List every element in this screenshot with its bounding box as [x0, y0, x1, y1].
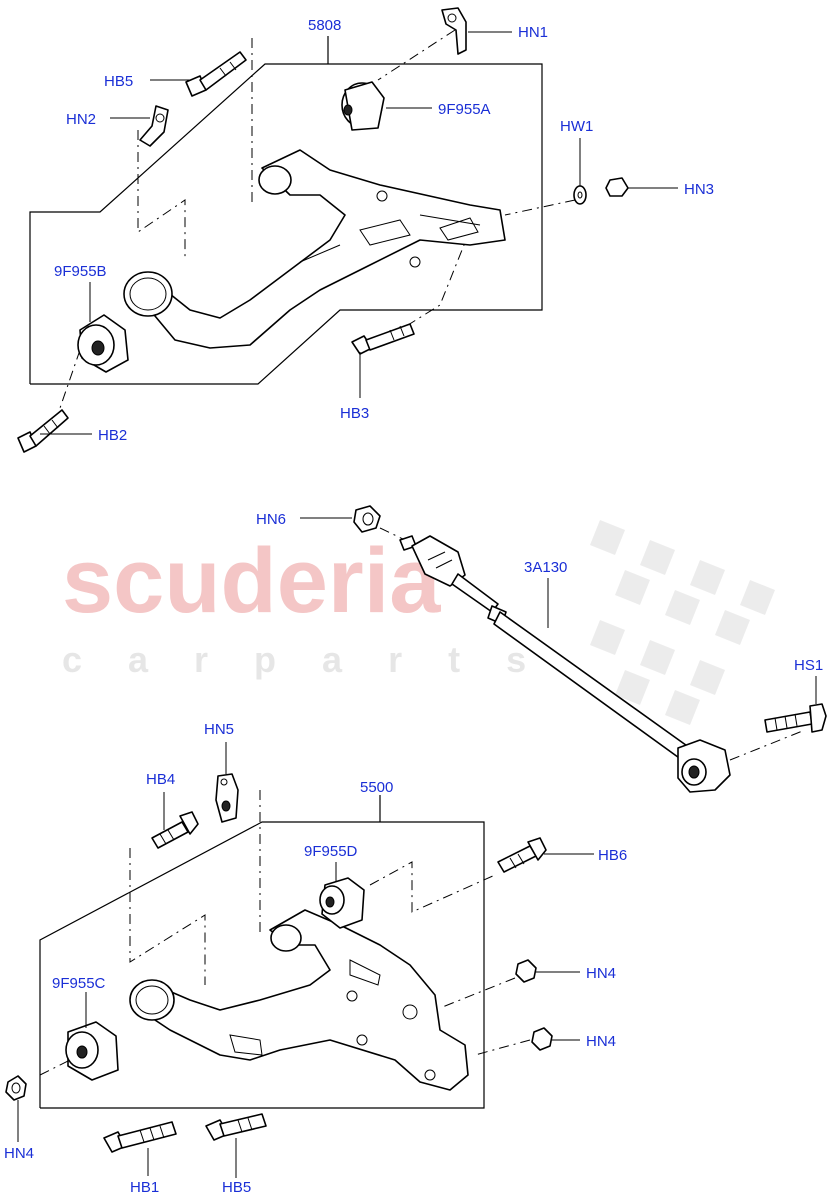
nut-hn1 [441, 7, 467, 55]
bolt-hs1 [764, 703, 827, 733]
checkered-flag-logo [590, 520, 775, 725]
callout-hn1: HN1 [518, 24, 548, 41]
toe-link-group: HN6 3A130 HS1 [256, 505, 827, 793]
upper-control-arm [123, 149, 506, 349]
bush-9f955c [65, 1021, 119, 1081]
washer-hw1 [573, 185, 587, 205]
bolt-hb3 [351, 323, 415, 355]
callout-9f955a: 9F955A [438, 101, 491, 118]
bush-9f955d [319, 877, 365, 929]
bolt-hb2 [17, 409, 69, 453]
callout-5500: 5500 [360, 779, 393, 796]
callout-hb6: HB6 [598, 847, 627, 864]
nut-hn6 [353, 505, 381, 533]
callout-9f955b: 9F955B [54, 263, 107, 280]
upper-arm-frame [29, 63, 543, 385]
nut-hn2 [139, 105, 169, 147]
callout-hn2: HN2 [66, 111, 96, 128]
callout-hn4-right-top: HN4 [586, 965, 616, 982]
bolt-hb5-top [185, 51, 247, 97]
callout-hs1: HS1 [794, 657, 823, 674]
bush-9f955a [341, 81, 385, 131]
lower-arm-group: HN5 HB4 5500 9F955D HB6 9F955C HN4 HN4 H… [4, 721, 627, 1196]
lower-control-arm [129, 909, 469, 1091]
watermark-brand: scuderia [62, 530, 441, 632]
bolt-hb6 [497, 837, 547, 873]
watermark-tagline: c a r p a r t s [62, 639, 544, 680]
callout-hb1: HB1 [130, 1179, 159, 1196]
nut-hn4-right-bottom [531, 1027, 553, 1051]
callout-hw1: HW1 [560, 118, 593, 135]
callout-9f955c: 9F955C [52, 975, 106, 992]
callout-9f955d: 9F955D [304, 843, 358, 860]
callout-hn6: HN6 [256, 511, 286, 528]
callout-hn4-right-bottom: HN4 [586, 1033, 616, 1050]
toe-link-3a130 [399, 535, 731, 793]
callout-hb2: HB2 [98, 427, 127, 444]
callout-hb4: HB4 [146, 771, 175, 788]
nut-hn4-right-top [515, 959, 537, 983]
bolt-hb5-bottom [205, 1113, 267, 1141]
callout-hn5: HN5 [204, 721, 234, 738]
bush-9f955b [77, 314, 129, 373]
nut-hn3 [605, 177, 629, 197]
nut-hn4-left [5, 1075, 27, 1101]
callout-hn4-left: HN4 [4, 1145, 34, 1162]
nut-hn5 [215, 773, 239, 823]
callout-3a130: 3A130 [524, 559, 567, 576]
callout-hb5-bottom: HB5 [222, 1179, 251, 1196]
upper-arm-group: 5808 HN1 HB5 HN2 9F955A HW1 HN3 9F955B H… [17, 7, 714, 453]
callout-hb3: HB3 [340, 405, 369, 422]
callout-hn3: HN3 [684, 181, 714, 198]
callout-hb5-top: HB5 [104, 73, 133, 90]
watermark: scuderia c a r p a r t s [62, 520, 775, 725]
callout-5808: 5808 [308, 17, 341, 34]
lower-arm-frame [39, 821, 485, 1109]
bolt-hb4 [151, 811, 199, 849]
bolt-hb1 [103, 1121, 177, 1153]
